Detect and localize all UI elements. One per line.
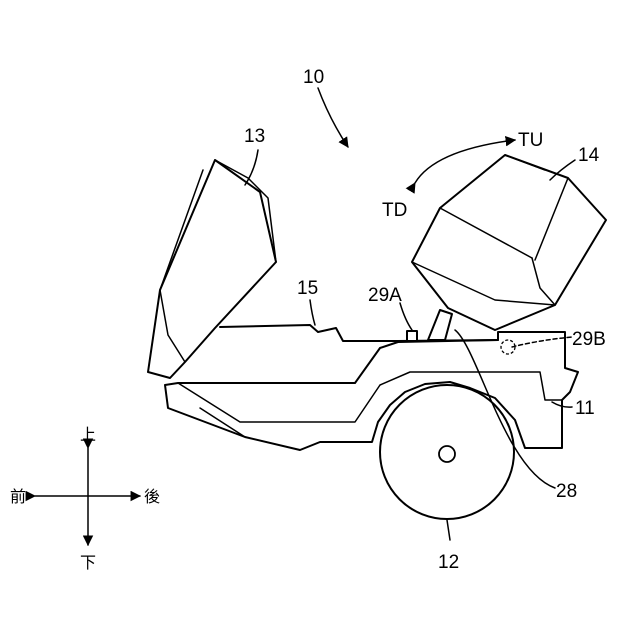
label-tilt-up: TU [518, 130, 543, 151]
wheel-hub [439, 446, 455, 462]
label-floor: 15 [297, 278, 318, 299]
sensor-a-block [407, 331, 417, 341]
vehicle-body [165, 332, 578, 450]
direction-indicator: 上 下 前 後 [10, 425, 160, 572]
seat-unit [412, 155, 606, 330]
front-cover [148, 160, 276, 378]
floor-panel [220, 325, 498, 341]
label-seat-unit: 14 [578, 145, 600, 166]
direction-down: 下 [80, 553, 96, 572]
label-sensor-b: 29B [572, 329, 606, 350]
label-body: 11 [575, 398, 595, 419]
label-tilt-down: TD [382, 200, 407, 221]
label-sensor-a: 29A [368, 285, 402, 306]
label-front-cover: 13 [244, 126, 265, 147]
label-actuator: 28 [556, 481, 577, 502]
direction-rear: 後 [144, 487, 160, 506]
actuator [407, 310, 452, 341]
label-vehicle: 10 [303, 67, 324, 88]
label-wheel: 12 [438, 552, 459, 573]
direction-front: 前 [10, 487, 26, 506]
direction-up: 上 [80, 425, 96, 444]
